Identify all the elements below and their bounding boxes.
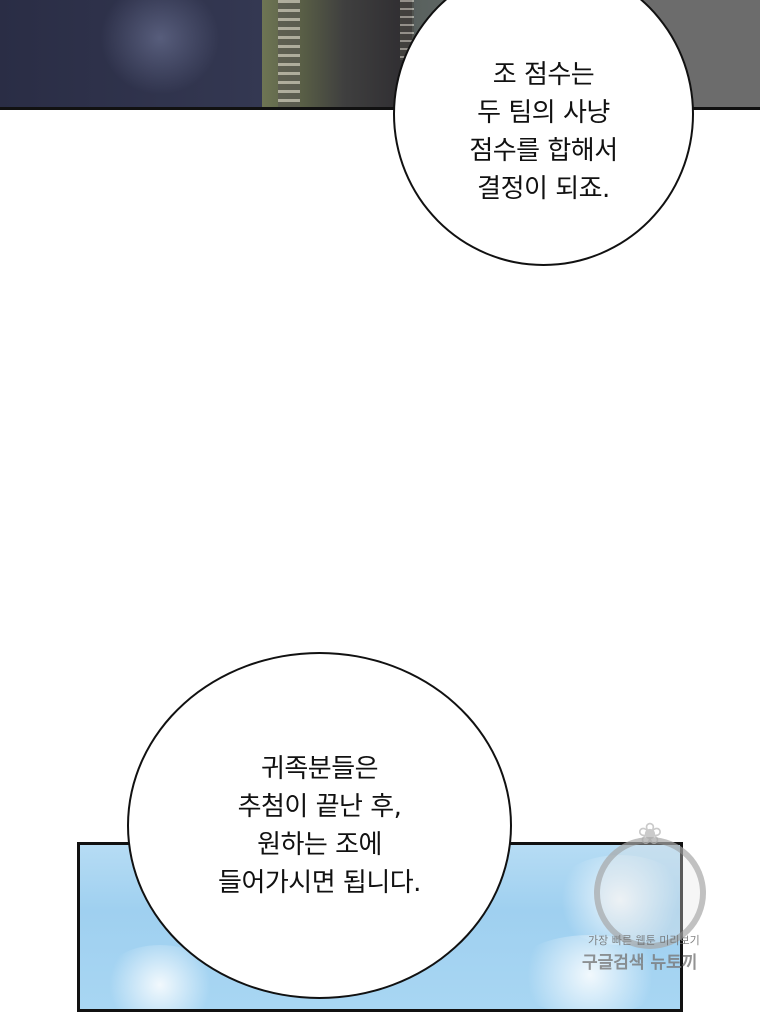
speech-bubble-bottom: 귀족분들은 추첨이 끝난 후, 원하는 조에 들어가시면 됩니다. <box>127 652 512 999</box>
panel-light-glow <box>100 0 220 95</box>
site-watermark: ❀ 가장 빠른 웹툰 미리보기 구글검색 뉴토끼 <box>582 815 738 975</box>
watermark-text-small: 가장 빠른 웹툰 미리보기 <box>588 934 700 947</box>
bubble-line: 추첨이 끝난 후, <box>237 791 402 822</box>
bubble-line: 결정이 되죠. <box>477 174 610 204</box>
speech-bubble-top: 조 점수는 두 팀의 사냥 점수를 합해서 결정이 되죠. <box>393 0 694 266</box>
embroidered-trim <box>278 0 300 107</box>
bubble-line: 두 팀의 사냥 <box>477 98 610 128</box>
bubble-line: 원하는 조에 <box>257 829 382 860</box>
watermark-logo-icon <box>594 837 706 949</box>
bubble-line: 조 점수는 <box>492 60 595 90</box>
watermark-text-large: 구글검색 뉴토끼 <box>582 953 698 973</box>
bubble-line: 점수를 합해서 <box>469 136 618 166</box>
bubble-line: 귀족분들은 <box>260 753 379 784</box>
bubble-line: 들어가시면 됩니다. <box>218 867 421 898</box>
